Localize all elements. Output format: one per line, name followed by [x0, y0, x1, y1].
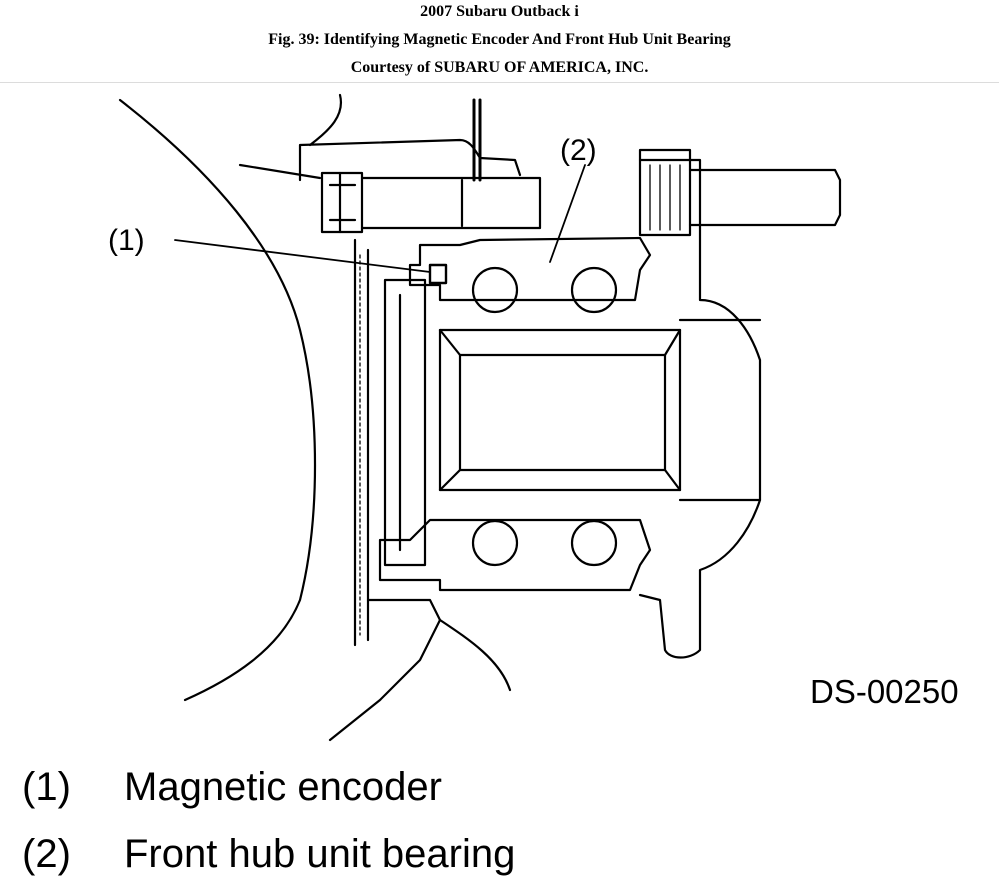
hub-bearing-diagram: (1) (2) DS-00250: [108, 93, 959, 742]
vehicle-title: 2007 Subaru Outback i: [420, 3, 579, 20]
knuckle-top-curve: [238, 93, 343, 180]
bolt-shank: [360, 176, 542, 230]
stud-pin: [472, 98, 482, 182]
magnetic-encoder: [428, 263, 448, 285]
leader-line-1: [174, 239, 431, 273]
knuckle-lower: [328, 598, 442, 742]
legend-number: (2): [22, 832, 71, 876]
knuckle-lower-2: [438, 618, 512, 692]
hub-bore: [458, 353, 667, 472]
drawing-code: DS-00250: [810, 673, 959, 710]
hub-flange: [638, 158, 762, 659]
callout-2: (2): [560, 134, 597, 167]
ball-bottom-2: [570, 519, 618, 567]
leader-line-2: [549, 164, 586, 263]
knuckle-outline: [118, 98, 317, 702]
bolt-head: [320, 171, 364, 234]
courtesy-line: Courtesy of SUBARU OF AMERICA, INC.: [350, 59, 649, 76]
ball-bottom-1: [471, 519, 519, 567]
ball-top-2: [570, 266, 618, 314]
legend-text: Front hub unit bearing: [124, 832, 516, 876]
legend-text: Magnetic encoder: [124, 765, 442, 809]
bearing-lower-race: [378, 518, 652, 592]
figure-title: Fig. 39: Identifying Magnetic Encoder An…: [268, 31, 731, 48]
ball-top-1: [471, 266, 519, 314]
figure-header: 2007 Subaru Outback i Fig. 39: Identifyi…: [0, 0, 999, 83]
callout-1: (1): [108, 224, 145, 257]
inner-collar: [383, 278, 427, 567]
legend-number: (1): [22, 765, 71, 809]
knuckle-flange: [353, 238, 370, 647]
wheel-stud: [638, 148, 692, 237]
bearing-outer-race: [408, 236, 652, 302]
